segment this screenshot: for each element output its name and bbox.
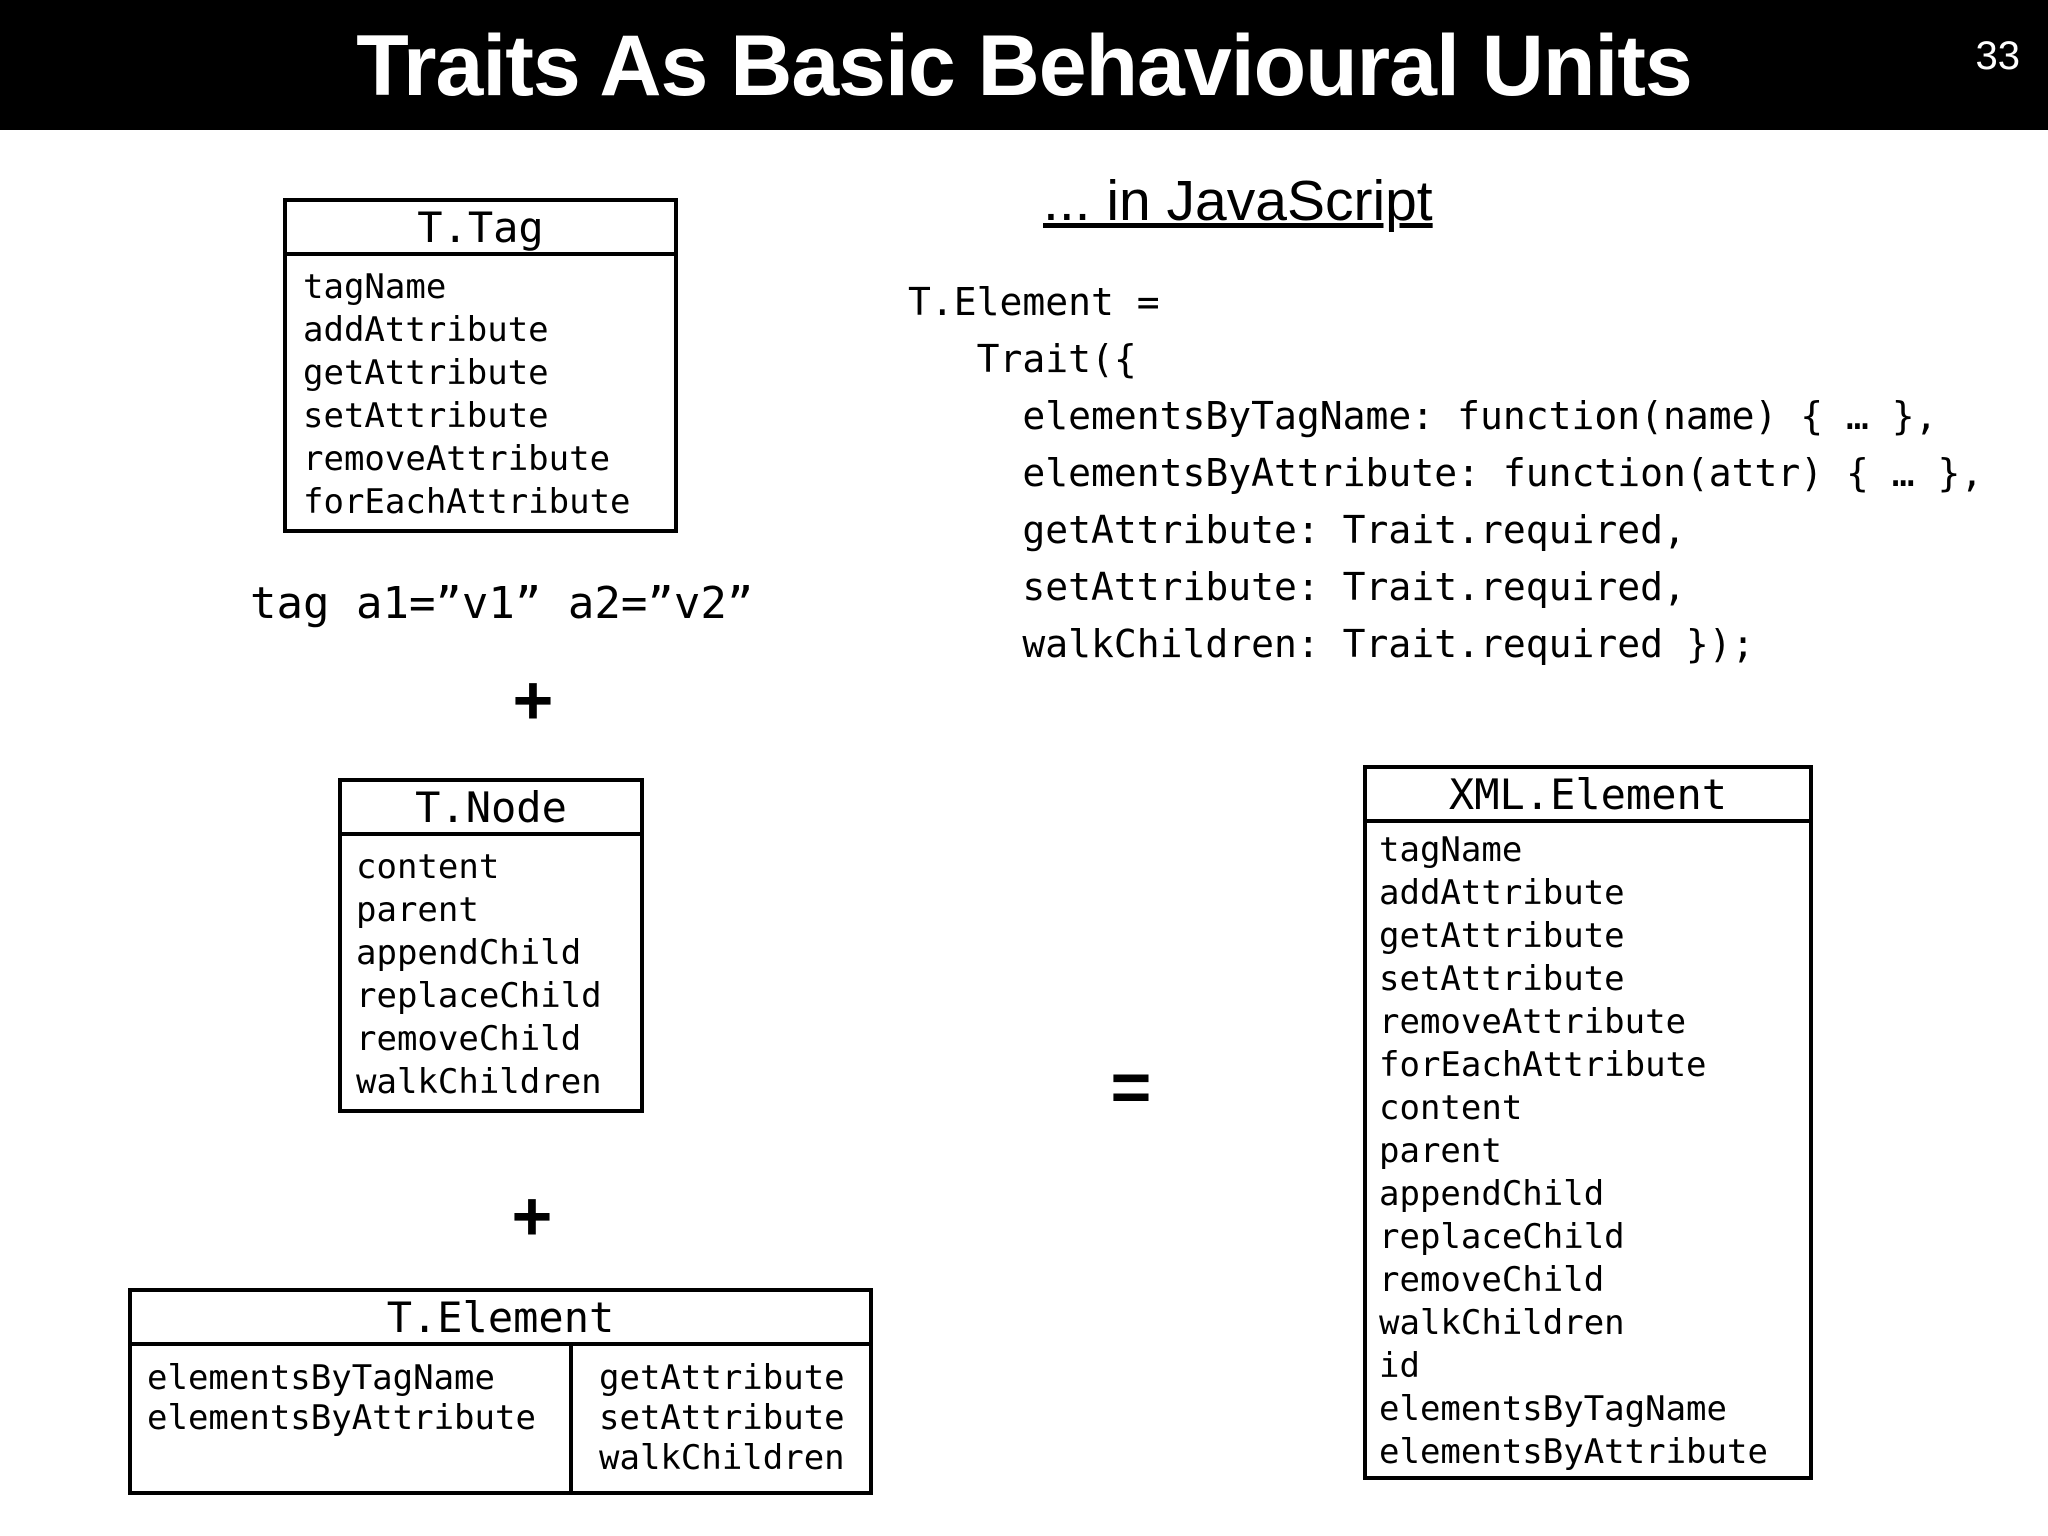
plus-operator-bottom: + (511, 1177, 553, 1255)
slide-title: Traits As Basic Behavioural Units (356, 18, 1693, 114)
member-line: removeAttribute (1379, 1002, 1687, 1042)
member-line: appendChild (356, 933, 582, 973)
member-line: forEachAttribute (1379, 1045, 1707, 1085)
member-line: removeChild (356, 1019, 582, 1059)
member-line: setAttribute (303, 396, 549, 436)
header-bar: Traits As Basic Behavioural Units 33 (0, 0, 2048, 130)
member-line: elementsByTagName (1379, 1389, 1727, 1429)
member-line: parent (356, 890, 479, 930)
code-line: T.Element = (908, 280, 1160, 324)
xml-element-box-title: XML.Element (1367, 769, 1809, 823)
code-line: Trait({ (908, 337, 1137, 381)
tag-example-text: tag a1=”v1” a2=”v2” (250, 578, 754, 629)
member-line: parent (1379, 1131, 1502, 1171)
code-line: setAttribute: Trait.required, (908, 565, 1686, 609)
member-line: addAttribute (1379, 873, 1625, 913)
member-line: content (356, 847, 500, 887)
member-line: elementsByTagName (147, 1358, 495, 1398)
member-line: walkChildren (599, 1438, 845, 1478)
member-line: removeAttribute (303, 439, 611, 479)
member-line: removeChild (1379, 1260, 1605, 1300)
member-line: walkChildren (356, 1062, 602, 1102)
member-line: tagName (1379, 830, 1523, 870)
member-line: id (1379, 1346, 1420, 1386)
member-line: content (1379, 1088, 1523, 1128)
code-line: getAttribute: Trait.required, (908, 508, 1686, 552)
plus-operator-top: + (512, 661, 554, 739)
t-tag-box-title: T.Tag (287, 202, 674, 256)
javascript-heading: ... in JavaScript (1043, 169, 1433, 233)
equals-operator: = (1110, 1048, 1152, 1126)
code-line: elementsByAttribute: function(attr) { … … (908, 451, 1984, 495)
member-line: forEachAttribute (303, 482, 631, 522)
member-line: appendChild (1379, 1174, 1605, 1214)
member-line: elementsByAttribute (1379, 1432, 1768, 1472)
code-line: walkChildren: Trait.required }); (908, 622, 1755, 666)
t-node-box-title: T.Node (342, 782, 640, 836)
slide-page-number: 33 (1975, 34, 2021, 78)
code-line: elementsByTagName: function(name) { … }, (908, 394, 1938, 438)
member-line: setAttribute (1379, 959, 1625, 999)
member-line: tagName (303, 267, 447, 307)
member-line: getAttribute (303, 353, 549, 393)
member-line: replaceChild (356, 976, 602, 1016)
member-line: getAttribute (1379, 916, 1625, 956)
member-line: walkChildren (1379, 1303, 1625, 1343)
member-line: addAttribute (303, 310, 549, 350)
member-line: replaceChild (1379, 1217, 1625, 1257)
t-element-box-title: T.Element (132, 1292, 869, 1346)
javascript-code-block: T.Element = Trait({ elementsByTagName: f… (908, 274, 1983, 673)
member-line: getAttribute (599, 1358, 845, 1398)
member-line: elementsByAttribute (147, 1398, 536, 1438)
member-line: setAttribute (599, 1398, 845, 1438)
